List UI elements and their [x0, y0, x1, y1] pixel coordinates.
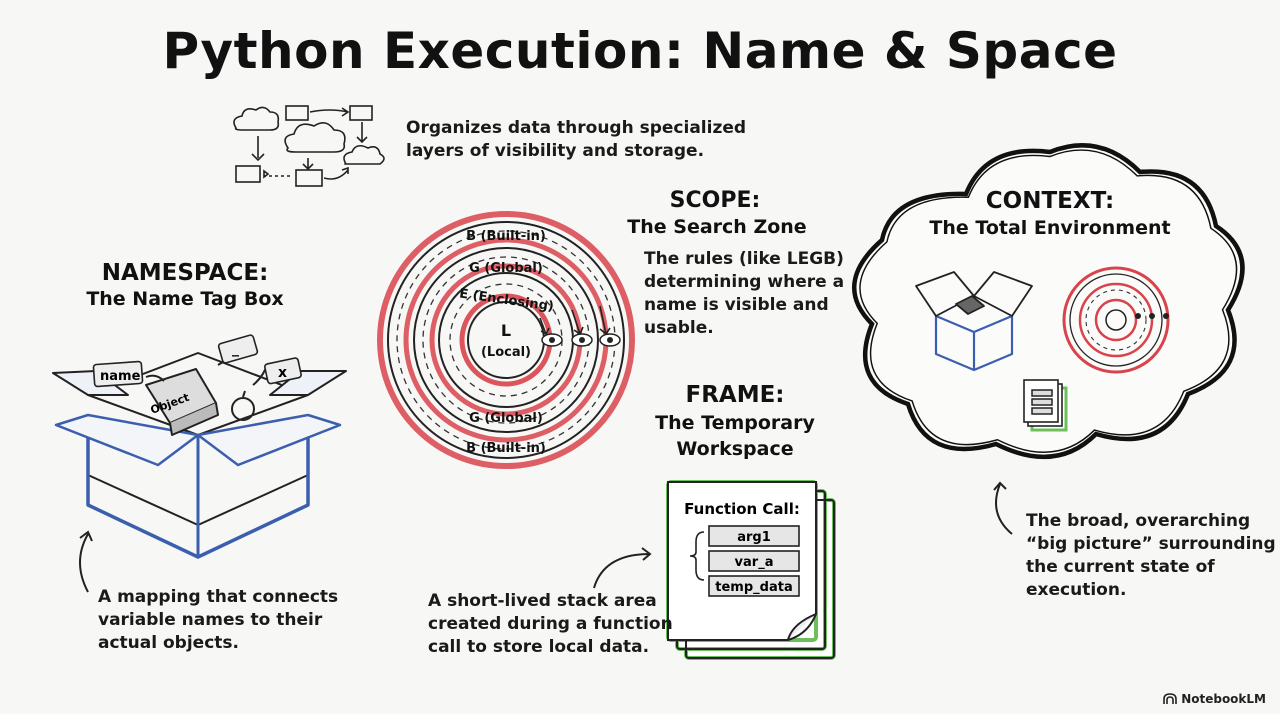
namespace-description: A mapping that connects variable names t…	[98, 586, 338, 655]
frame-card-stack: Function Call: arg1 var_a temp_data	[666, 480, 836, 660]
namespace-desc-line: A mapping that connects	[98, 587, 339, 607]
intro-line-2: layers of visibility and storage.	[406, 141, 705, 161]
scope-desc-line: The rules (like LEGB)	[644, 249, 844, 269]
tag-name: name	[100, 369, 141, 384]
scope-desc-line: usable.	[644, 318, 714, 338]
frame-slot-var-a: var_a	[735, 555, 774, 570]
scope-desc-line: name is visible and	[644, 295, 829, 315]
scope-rings-illustration: B (Built-in) G (Global) E (Enclosing) L …	[377, 211, 635, 469]
ring-label-local-sub: (Local)	[481, 345, 531, 360]
namespace-subheading: The Name Tag Box	[86, 288, 284, 310]
scope-desc-line: determining where a	[644, 272, 845, 292]
frame-slot-arg1: arg1	[737, 530, 771, 545]
frame-slot-temp-data: temp_data	[715, 580, 792, 595]
ring-label-global-bottom: G (Global)	[469, 411, 543, 426]
intro-line-1: Organizes data through specialized	[406, 118, 747, 138]
context-desc-line: execution.	[1026, 580, 1127, 600]
frame-heading: FRAME:	[685, 382, 785, 408]
tag-x: x	[278, 365, 287, 381]
network-diagram-icon	[233, 105, 385, 187]
notebooklm-logo-icon	[1163, 693, 1177, 704]
context-desc-line: “big picture” surrounding	[1026, 534, 1276, 554]
page-title: Python Execution: Name & Space	[162, 22, 1118, 80]
scope-subheading: The Search Zone	[627, 216, 807, 238]
frame-desc-line: A short-lived stack area	[428, 591, 657, 611]
context-subheading: The Total Environment	[929, 217, 1171, 239]
namespace-heading: NAMESPACE:	[101, 260, 269, 286]
notebooklm-brand: NotebookLM	[1163, 692, 1266, 706]
namespace-arrow-icon	[79, 530, 93, 593]
context-arrow-icon	[993, 481, 1013, 535]
frame-arrow-icon	[593, 547, 652, 589]
namespace-desc-line: actual objects.	[98, 633, 239, 653]
context-desc-line: The broad, overarching	[1026, 511, 1251, 531]
context-description: The broad, overarching “big picture” sur…	[1026, 510, 1276, 602]
ring-label-builtin-top: B (Built-in)	[466, 229, 546, 244]
context-heading: CONTEXT:	[985, 188, 1115, 214]
frame-subheading-2: Workspace	[676, 438, 794, 460]
namespace-box-illustration: name Object _ x	[52, 334, 347, 559]
frame-desc-line: call to store local data.	[428, 637, 650, 657]
scope-heading: SCOPE:	[669, 188, 761, 213]
context-cloud-illustration	[851, 143, 1245, 460]
intro-text: Organizes data through specialized layer…	[406, 117, 746, 163]
context-desc-line: the current state of	[1026, 557, 1215, 577]
tag-underscore: _	[232, 341, 239, 357]
frame-description: A short-lived stack area created during …	[428, 590, 673, 659]
namespace-desc-line: variable names to their	[98, 610, 323, 630]
frame-subheading-1: The Temporary	[655, 412, 815, 434]
brand-label: NotebookLM	[1181, 692, 1266, 706]
ring-label-global-top: G (Global)	[469, 261, 543, 276]
ring-label-local: L	[501, 321, 511, 340]
ring-label-builtin-bottom: B (Built-in)	[466, 441, 546, 456]
function-call-label: Function Call:	[684, 500, 800, 518]
frame-desc-line: created during a function	[428, 614, 673, 634]
scope-description: The rules (like LEGB) determining where …	[644, 248, 844, 340]
